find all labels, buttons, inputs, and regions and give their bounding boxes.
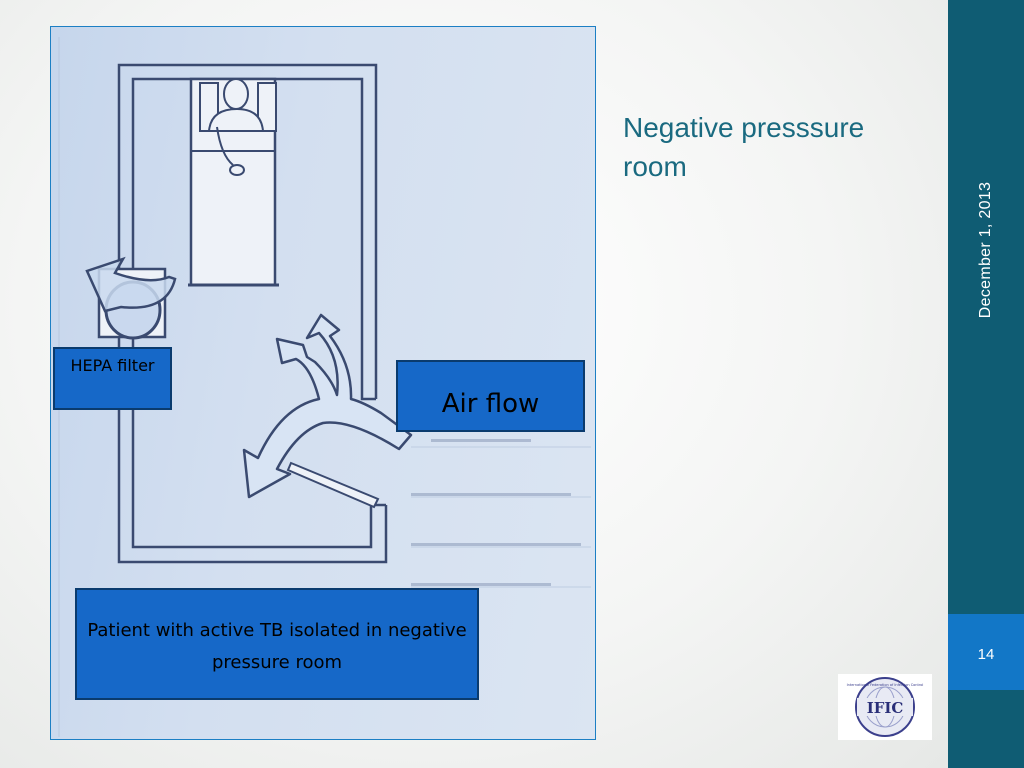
- air-flow-label: Air flow: [396, 360, 585, 432]
- patient-figure: [207, 78, 265, 176]
- page-number-box: 14: [948, 614, 1024, 690]
- room-diagram-art: [58, 37, 591, 737]
- page-number: 14: [977, 646, 995, 663]
- ific-logo: IFIC International Federation of Infecti…: [838, 674, 932, 740]
- door: [286, 461, 380, 509]
- slide-date: December 1, 2013: [977, 181, 994, 319]
- hepa-exhaust-arrow: [85, 256, 177, 313]
- ific-logo-art: IFIC International Federation of Infecti…: [847, 677, 924, 737]
- slide-title: Negative presssure room: [623, 112, 865, 182]
- hepa-filter-label: HEPA filter: [53, 347, 172, 410]
- airflow-arrows: [242, 313, 413, 499]
- logo-ring-text: International Federation of Infection Co…: [847, 683, 924, 687]
- logo-acronym: IFIC: [867, 699, 904, 717]
- caption-box: Patient with active TB isolated in negat…: [75, 588, 479, 700]
- page-texture-marks: [411, 439, 581, 586]
